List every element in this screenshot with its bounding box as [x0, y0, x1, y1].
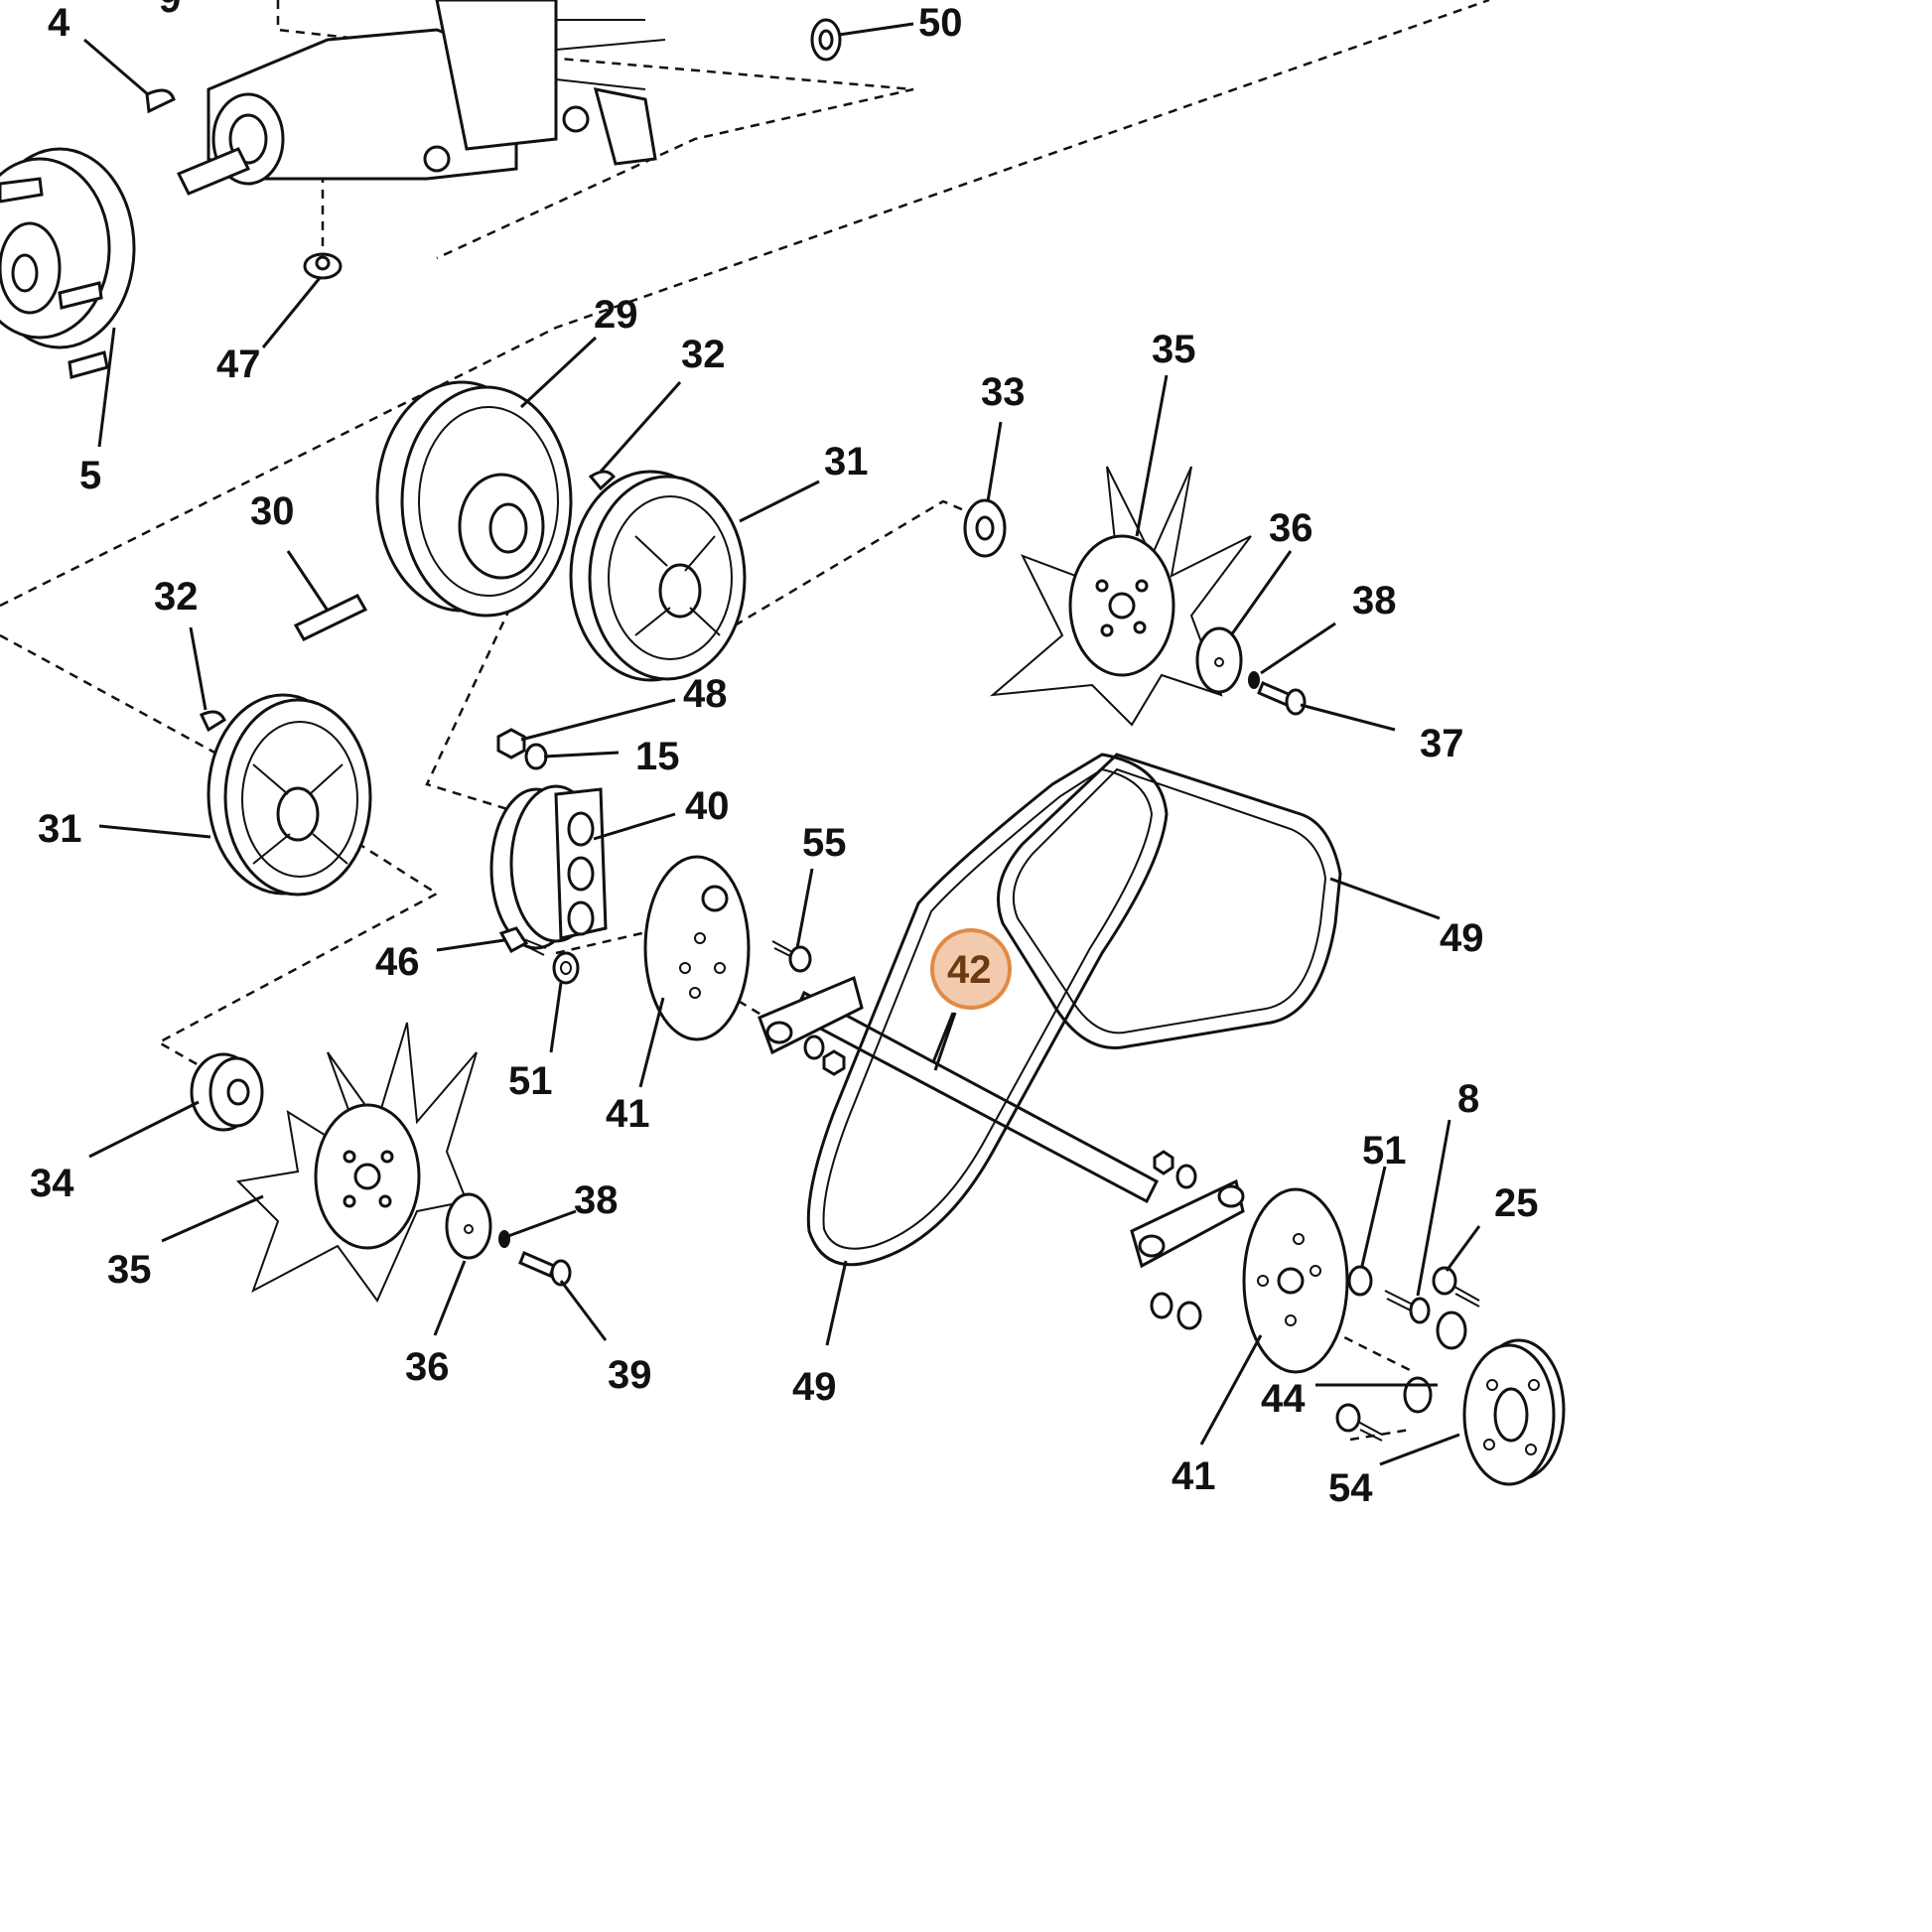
callout-36-lower[interactable]: 36 [405, 1345, 450, 1389]
double-pulley-part-29[interactable] [375, 380, 573, 618]
bolt-part-55[interactable] [771, 940, 812, 973]
callout-51-left[interactable]: 51 [508, 1059, 553, 1103]
washer-part-15[interactable] [524, 743, 548, 770]
key-part-32-upper[interactable] [588, 470, 617, 491]
callout-8[interactable]: 8 [1457, 1077, 1479, 1121]
washer-part-36-upper[interactable] [1195, 626, 1243, 694]
pin-part-30[interactable] [293, 594, 368, 641]
belt-part-49-right[interactable] [997, 753, 1342, 1049]
highlight-marker-42[interactable] [930, 928, 1012, 1010]
plate-part-41-right[interactable] [1242, 1187, 1349, 1374]
spacer-part-44[interactable] [1335, 1311, 1467, 1442]
callout-38-lower[interactable]: 38 [574, 1178, 619, 1222]
callout-44[interactable]: 44 [1261, 1377, 1306, 1421]
callout-29[interactable]: 29 [594, 293, 638, 337]
nut-part-48[interactable] [496, 728, 526, 759]
key-part-32-lower[interactable] [200, 710, 226, 733]
callout-49-right[interactable]: 49 [1440, 916, 1484, 960]
idler-part-40[interactable] [489, 784, 608, 950]
fan-part-35-lower[interactable] [235, 1022, 478, 1303]
callout-36-upper[interactable]: 36 [1269, 506, 1313, 550]
hub-part-5[interactable] [0, 147, 136, 379]
callout-15[interactable]: 15 [635, 735, 680, 778]
callout-37[interactable]: 37 [1420, 722, 1464, 765]
callout-47[interactable]: 47 [216, 343, 261, 386]
callout-50[interactable]: 50 [918, 1, 963, 45]
callout-31-upper[interactable]: 31 [824, 440, 869, 483]
callout-30[interactable]: 30 [250, 489, 295, 533]
callout-labels: 4 9 50 47 5 29 32 31 33 35 36 38 37 30 3… [30, 0, 1539, 1510]
key-part-4[interactable] [145, 88, 176, 114]
pulley-part-31-lower[interactable] [207, 693, 372, 897]
washer-part-51-left[interactable] [552, 951, 580, 985]
transmission[interactable] [176, 0, 666, 196]
callout-41-left[interactable]: 41 [606, 1092, 650, 1136]
washer-part-50[interactable] [810, 18, 842, 62]
callout-39[interactable]: 39 [608, 1353, 652, 1397]
pulley-part-31-upper[interactable] [569, 470, 747, 682]
callout-32-upper[interactable]: 32 [681, 333, 726, 376]
callout-5[interactable]: 5 [79, 454, 101, 497]
callout-49-left[interactable]: 49 [792, 1365, 837, 1409]
fitting-part-47[interactable] [303, 252, 343, 280]
bolt-part-37[interactable] [1248, 671, 1307, 716]
callout-42[interactable]: 42 [947, 948, 992, 992]
callout-48[interactable]: 48 [683, 672, 728, 716]
callout-38-upper[interactable]: 38 [1352, 579, 1397, 622]
callout-25[interactable]: 25 [1494, 1181, 1539, 1225]
bolt-part-8[interactable] [1384, 1290, 1431, 1324]
spacer-part-34[interactable] [190, 1052, 264, 1132]
fan-part-35-upper[interactable] [989, 466, 1252, 727]
bolt-part-46[interactable] [498, 926, 547, 956]
bolt-part-25[interactable] [1432, 1266, 1480, 1308]
belt-part-49-left[interactable] [806, 753, 1169, 1267]
callout-35-lower[interactable]: 35 [107, 1248, 152, 1292]
washers-lower-right[interactable] [1150, 1292, 1202, 1330]
callout-33[interactable]: 33 [981, 370, 1026, 414]
callout-31-lower[interactable]: 31 [38, 807, 82, 851]
callout-9[interactable]: 9 [159, 0, 181, 21]
axle-part-42[interactable] [758, 975, 1245, 1269]
hub-part-54[interactable] [1462, 1338, 1566, 1486]
washer-part-36-lower[interactable] [445, 1192, 492, 1260]
callout-40[interactable]: 40 [685, 784, 730, 828]
callout-35-upper[interactable]: 35 [1152, 328, 1196, 371]
callout-46[interactable]: 46 [375, 940, 420, 984]
callout-55[interactable]: 55 [802, 821, 847, 865]
callout-51-right[interactable]: 51 [1362, 1129, 1407, 1173]
washer-part-33[interactable] [963, 498, 1007, 558]
callout-4[interactable]: 4 [48, 1, 70, 45]
washer-part-51-right[interactable] [1347, 1265, 1373, 1297]
callout-41-right[interactable]: 41 [1172, 1454, 1216, 1498]
callout-54[interactable]: 54 [1328, 1466, 1373, 1510]
leader-lines [83, 22, 1481, 1466]
callout-32-lower[interactable]: 32 [154, 575, 199, 619]
bolt-part-39[interactable] [498, 1230, 572, 1287]
callout-34[interactable]: 34 [30, 1162, 74, 1205]
plate-part-41-left[interactable] [643, 855, 751, 1041]
